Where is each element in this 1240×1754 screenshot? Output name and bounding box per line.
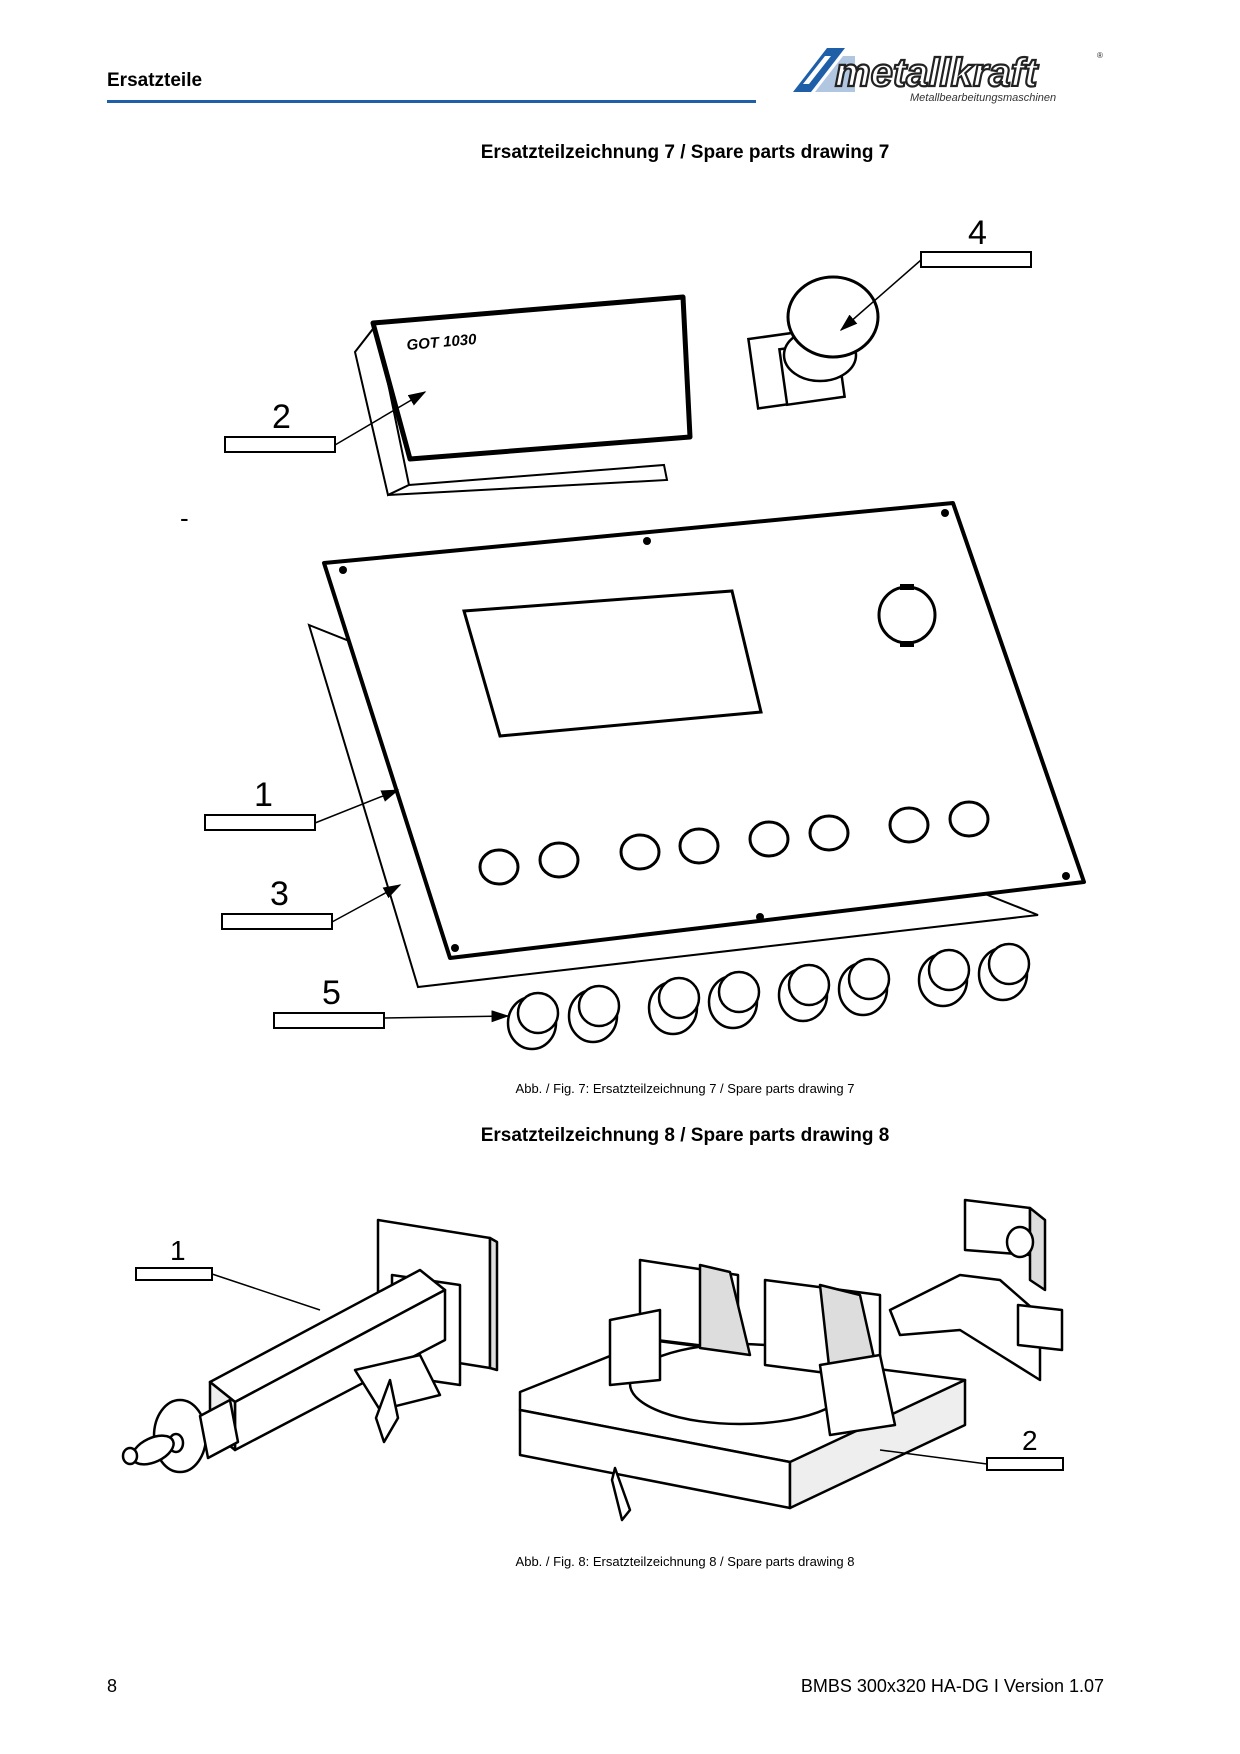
callout-box-1 <box>204 814 316 831</box>
callout-2: 2 <box>272 398 291 436</box>
display-label: GOT 1030 <box>406 331 478 354</box>
drawing-8-heading: Ersatzteilzeichnung 8 / Spare parts draw… <box>480 1125 890 1146</box>
button-holes <box>478 800 990 886</box>
callout-box-3 <box>221 913 333 930</box>
callout-1: 1 <box>254 776 273 814</box>
brand-logo-mark: metallkraft ® Metallbearbeitungsmaschine… <box>793 48 1103 104</box>
spare-parts-drawing-8: 1 2 <box>121 1198 1064 1522</box>
front-panel <box>322 501 1086 960</box>
logo-tagline: Metallbearbeitungsmaschinen <box>910 92 1056 104</box>
drawing-8-callout-1: 1 <box>170 1235 186 1266</box>
callout-box-4 <box>920 251 1032 268</box>
drawing-7-caption: Abb. / Fig. 7: Ersatzteilzeichnung 7 / S… <box>515 1081 855 1096</box>
feed-arm-assembly <box>121 1218 499 1474</box>
callout-3: 3 <box>270 875 289 913</box>
key-cutout <box>877 585 937 645</box>
swivel-table-assembly <box>518 1198 1064 1522</box>
callout-5: 5 <box>322 974 341 1012</box>
drawing-8-caption: Abb. / Fig. 8: Ersatzteilzeichnung 8 / S… <box>515 1554 855 1569</box>
callout-4: 4 <box>968 214 987 252</box>
emergency-stop-button <box>746 275 880 410</box>
document-version: BMBS 300x320 HA-DG I Version 1.07 <box>800 1676 1104 1696</box>
brand-logo: metallkraft ® Metallbearbeitungsmaschine… <box>785 44 1115 106</box>
section-title: Ersatzteile <box>107 70 203 91</box>
display-module: GOT 1030 <box>353 294 693 497</box>
drawing-8-callout-box-2 <box>986 1457 1064 1471</box>
stray-mark: - <box>180 503 189 533</box>
cable-glands <box>506 942 1031 1051</box>
page-number: 8 <box>107 1676 118 1696</box>
callout-box-5 <box>273 1012 385 1029</box>
callout-box-2 <box>224 436 336 453</box>
drawing-8-callout-2: 2 <box>1022 1425 1038 1456</box>
display-cutout <box>462 589 763 738</box>
spare-parts-drawing-7: GOT 1030 4 2 - 1 3 5 <box>180 214 1086 1051</box>
svg-text:®: ® <box>1097 51 1103 60</box>
logo-wordmark: metallkraft <box>835 51 1039 95</box>
header-rule <box>107 100 756 103</box>
drawing-8-callout-box-1 <box>135 1267 213 1281</box>
drawing-7-heading: Ersatzteilzeichnung 7 / Spare parts draw… <box>480 142 890 163</box>
